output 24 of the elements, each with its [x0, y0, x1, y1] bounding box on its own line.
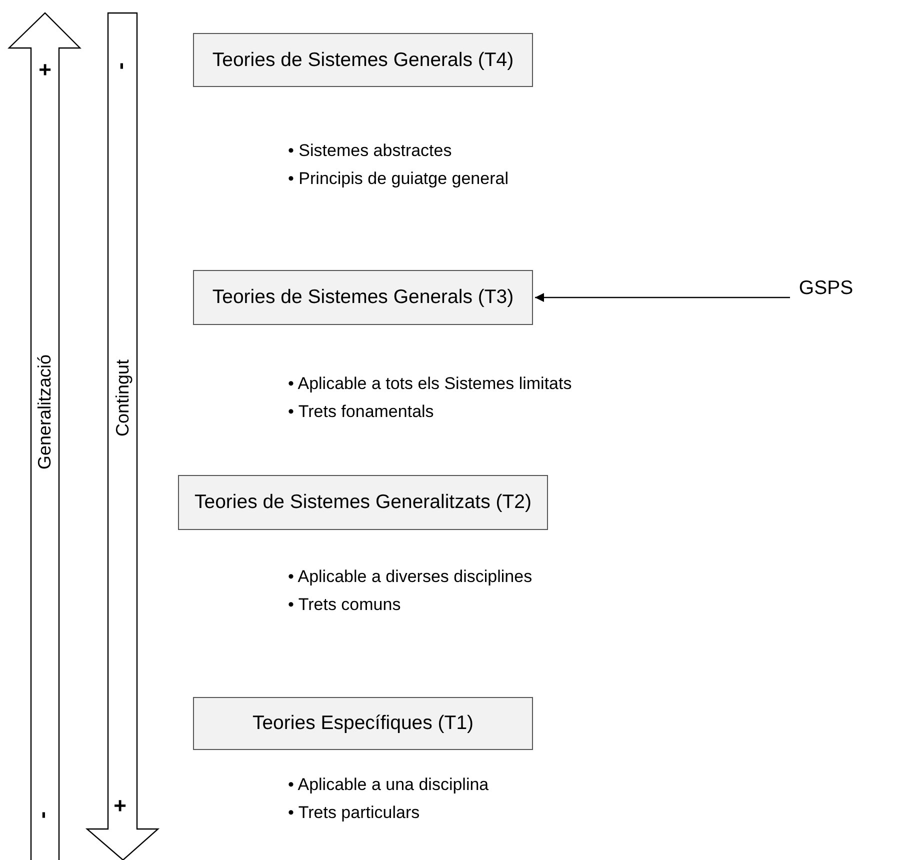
axis-label: Generalització [34, 354, 56, 470]
theory-box [193, 33, 533, 87]
theory-box [193, 697, 533, 750]
acronym-label: GSPS [798, 276, 854, 300]
bullet-item: • Principis de guiatge general [288, 168, 508, 190]
plus-sign: + [114, 793, 126, 819]
bullet-item: • Trets comuns [288, 594, 401, 616]
theory-box [178, 475, 548, 530]
bullet-item: • Aplicable a diverses disciplines [288, 566, 532, 588]
box-title: Teories de Sistemes Generals (T4) [212, 48, 514, 72]
theory-box [193, 270, 533, 325]
box-title: Teories Específiques (T1) [252, 712, 474, 735]
box-title: Teories de Sistemes Generalitzats (T2) [194, 491, 532, 514]
minus-sign: - [110, 62, 136, 70]
bullet-item: • Trets particulars [288, 802, 420, 824]
box-title: Teories de Sistemes Generals (T3) [212, 286, 514, 309]
bullet-item: • Trets fonamentals [288, 401, 434, 423]
axis-label: Contingut [112, 359, 134, 437]
plus-sign: + [38, 57, 52, 83]
arrow [535, 293, 790, 302]
bullet-item: • Aplicable a una disciplina [288, 774, 489, 796]
minus-sign: - [32, 811, 58, 819]
bullet-item: • Sistemes abstractes [288, 140, 452, 162]
bullet-item: • Aplicable a tots els Sistemes limitats [288, 373, 572, 395]
